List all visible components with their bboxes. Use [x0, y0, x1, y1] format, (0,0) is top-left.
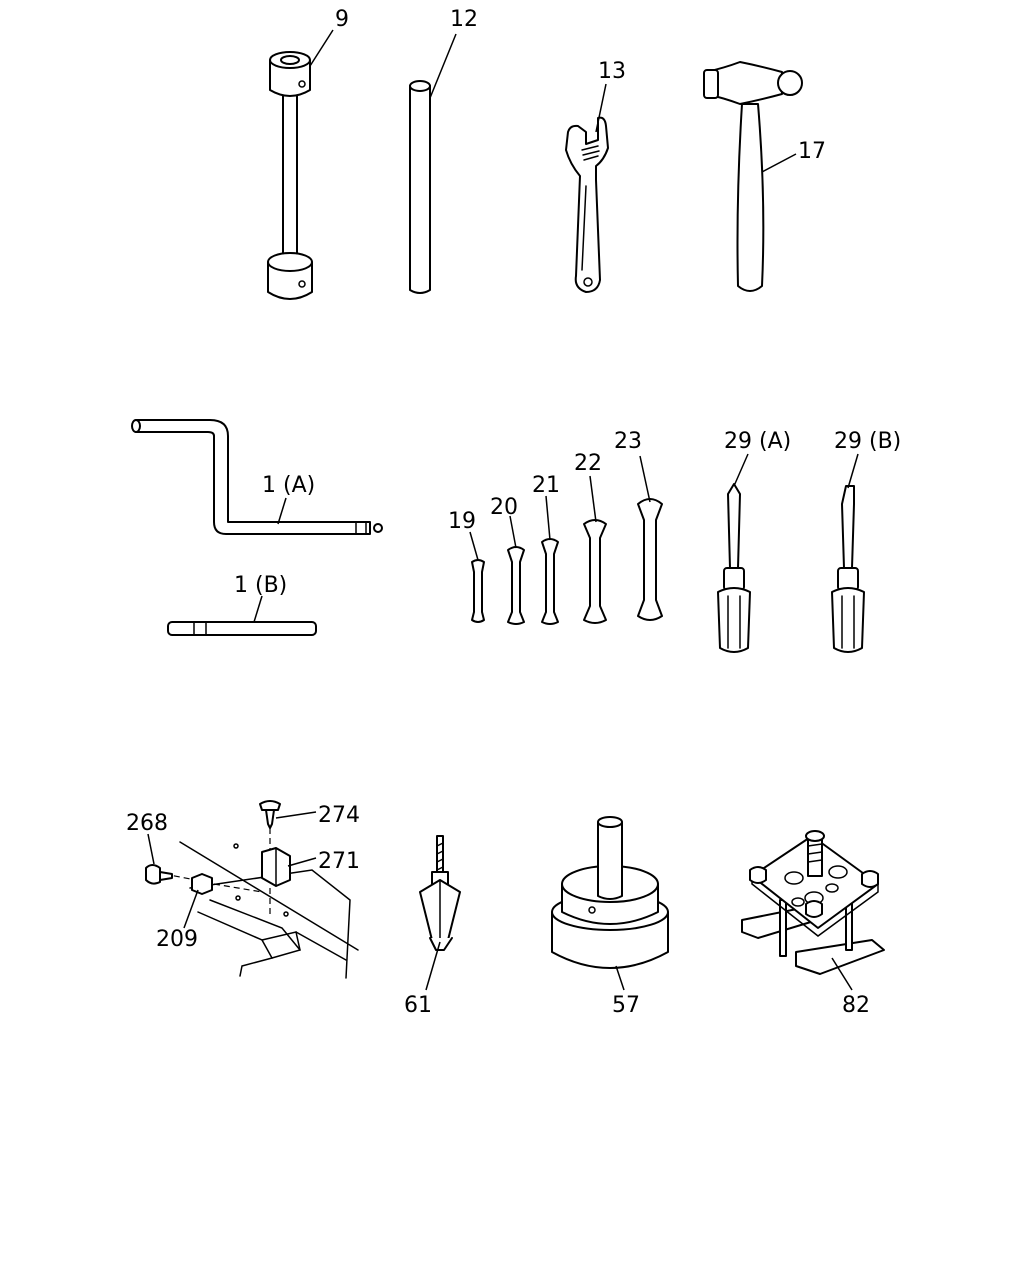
part-1b-rod: 1 (B) — [167, 573, 317, 636]
label-29b: 29 (B) — [834, 429, 901, 454]
leader-1b — [253, 595, 263, 623]
leader-61 — [425, 941, 441, 991]
label-61: 61 — [404, 993, 432, 1018]
label-271: 271 — [318, 849, 360, 874]
label-19: 19 — [448, 509, 476, 534]
leader-1a — [277, 497, 287, 525]
leader-12 — [429, 33, 457, 99]
part-12-bar: 12 — [409, 7, 478, 294]
leader-29a — [733, 453, 749, 487]
label-29a: 29 (A) — [724, 429, 791, 454]
part-17-hammer: 17 — [703, 61, 826, 292]
label-13: 13 — [598, 59, 626, 84]
leader-17 — [761, 153, 797, 173]
leader-209 — [183, 889, 199, 929]
label-17: 17 — [798, 139, 826, 164]
leader-82 — [831, 957, 853, 991]
part-21-wrench: 21 — [532, 473, 560, 625]
leader-21 — [545, 495, 551, 541]
label-23: 23 — [614, 429, 642, 454]
label-12: 12 — [450, 7, 478, 32]
part-82-press-plate: 82 — [741, 830, 885, 1018]
part-19-wrench: 19 — [448, 509, 485, 623]
leader-22 — [589, 475, 597, 523]
part-9-tube-wrench: 9 — [267, 7, 349, 300]
label-268: 268 — [126, 811, 168, 836]
part-13-adjustable-wrench: 13 — [565, 59, 626, 293]
leader-20 — [509, 515, 517, 549]
label-209: 209 — [156, 927, 198, 952]
part-22-wrench: 22 — [574, 451, 607, 624]
part-20-wrench: 20 — [490, 495, 525, 625]
label-274: 274 — [318, 803, 360, 828]
label-20: 20 — [490, 495, 518, 520]
label-22: 22 — [574, 451, 602, 476]
leader-57 — [615, 965, 625, 991]
part-61-puller: 61 — [404, 835, 461, 1018]
leader-19 — [469, 531, 479, 561]
part-23-wrench: 23 — [614, 429, 663, 621]
part-29a-screwdriver: 29 (A) — [717, 429, 791, 653]
label-9: 9 — [335, 7, 349, 32]
bracket-assembly: 274 271 268 209 — [126, 800, 360, 979]
leader-271 — [287, 857, 317, 867]
leader-29b — [847, 453, 859, 489]
leader-13 — [595, 83, 607, 133]
leader-274 — [275, 811, 317, 819]
leader-23 — [639, 455, 651, 503]
label-57: 57 — [612, 993, 640, 1018]
part-29b-screwdriver: 29 (B) — [831, 429, 901, 653]
leader-9 — [309, 29, 334, 67]
leader-268 — [147, 833, 155, 865]
part-1a-crank-handle: 1 (A) — [131, 419, 383, 535]
label-1a: 1 (A) — [262, 473, 315, 498]
label-82: 82 — [842, 993, 870, 1018]
label-21: 21 — [532, 473, 560, 498]
label-1b: 1 (B) — [234, 573, 287, 598]
part-57-installer: 57 — [551, 816, 669, 1018]
